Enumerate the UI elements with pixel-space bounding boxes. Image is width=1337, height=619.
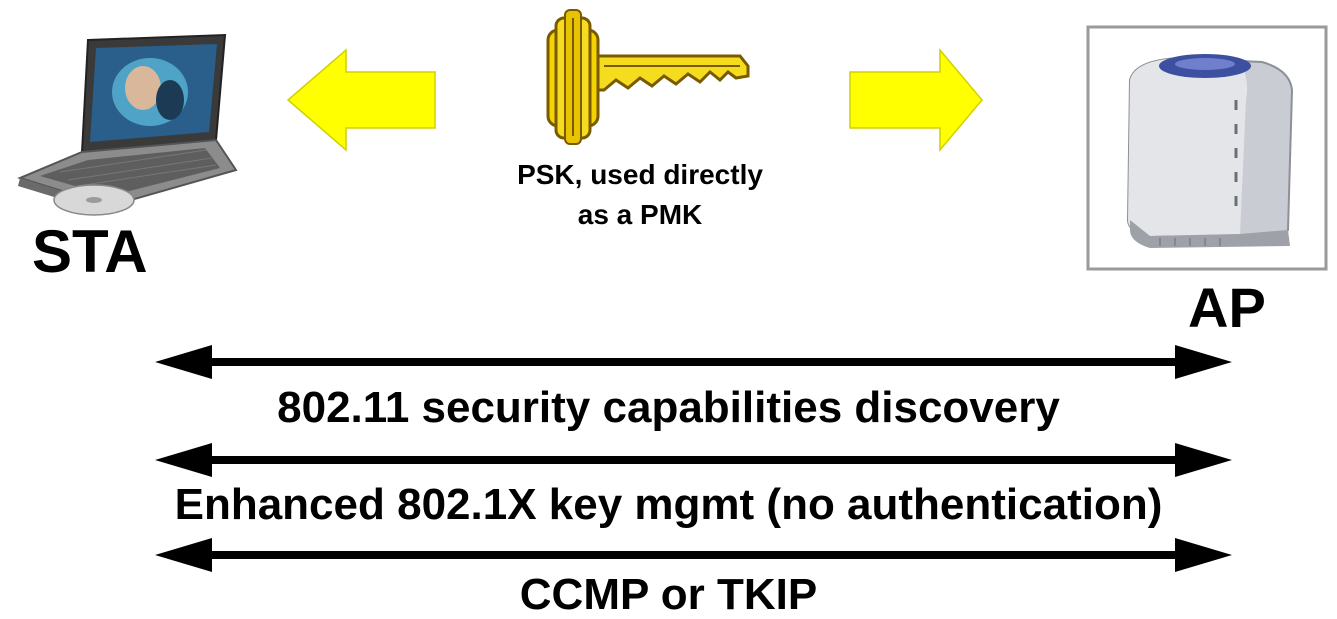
left-arrow-icon [286,48,436,152]
key-caption: PSK, used directly as a PMK [440,155,840,235]
access-point-label: AP [1188,276,1266,339]
flow-label-capabilities-discovery: 802.11 security capabilities discovery [277,383,1060,432]
key-icon [546,9,750,145]
key-caption-line-1: PSK, used directly [517,159,763,190]
laptop-icon [17,33,238,216]
station-label: STA [32,218,148,285]
flow-label-cipher: CCMP or TKIP [519,570,818,619]
flow-arrow-0 [155,345,1232,379]
key-caption-line-2: as a PMK [577,199,703,230]
flow-label-key-management: Enhanced 802.1X key mgmt (no authenticat… [174,480,1163,529]
flow-arrow-2 [155,538,1232,572]
flow-arrow-1 [155,443,1232,477]
right-arrow-icon [849,47,983,153]
access-point-device-icon [1086,25,1328,271]
